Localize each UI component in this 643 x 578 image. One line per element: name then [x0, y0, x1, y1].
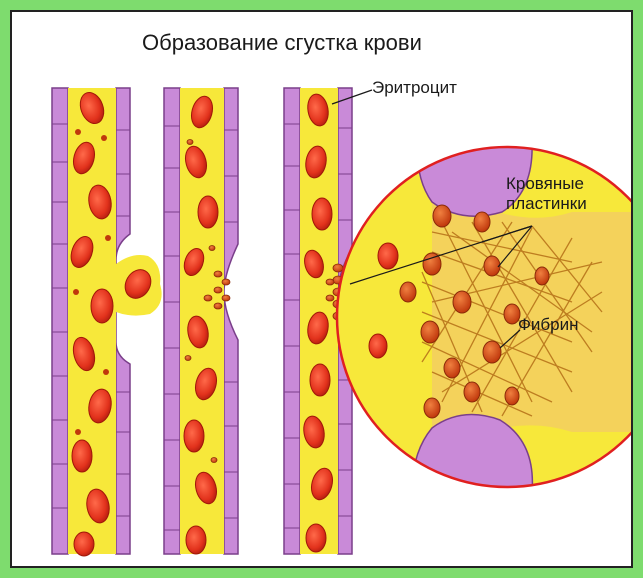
platelets-label: Кровяные пластинки: [506, 174, 587, 214]
diagram-panel: Образование сгустка крови Эритроцит Кров…: [10, 10, 633, 568]
diagram-title: Образование сгустка крови: [142, 30, 422, 56]
vessel-platelets-gathering: [164, 88, 238, 554]
vessel-injured: [52, 88, 162, 556]
blood-clot-diagram: [12, 12, 633, 568]
platelets-label-line2: пластинки: [506, 194, 587, 214]
magnified-clot-view: [332, 142, 633, 502]
platelets-label-line1: Кровяные: [506, 174, 587, 194]
fibrin-label: Фибрин: [518, 315, 579, 335]
erythrocyte-label: Эритроцит: [372, 78, 457, 98]
